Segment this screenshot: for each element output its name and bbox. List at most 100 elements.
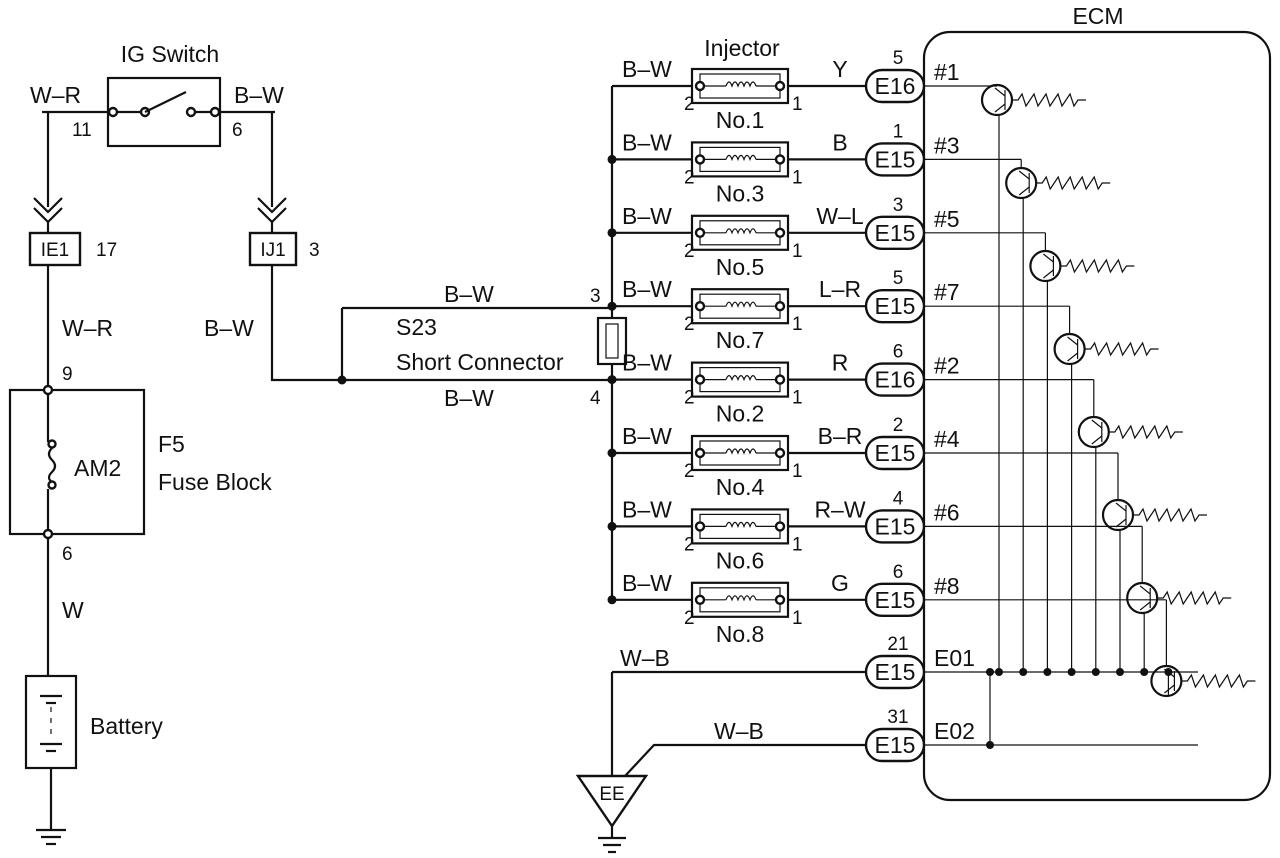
battery-icon	[40, 694, 62, 753]
ij1-arrow-icon	[257, 197, 287, 214]
ig-pin-left: 11	[72, 120, 92, 141]
connector-code: E15	[875, 146, 916, 172]
ie1-arrow-icon	[33, 197, 63, 214]
ecm-terminal-label: #4	[934, 426, 960, 452]
ecm-pin-number: 2	[893, 415, 904, 436]
injector-out-wire: B	[832, 129, 847, 155]
injector-pin-in: 2	[684, 388, 695, 409]
injector-out-wire: G	[831, 570, 849, 596]
connector-code: E16	[875, 367, 916, 393]
ecm-box	[922, 30, 1272, 802]
resistor-icon	[1084, 341, 1159, 357]
ig-wire-right: B–W	[234, 82, 284, 108]
resistor-icon	[1036, 175, 1111, 191]
fuse-name: AM2	[74, 455, 121, 481]
splice-dot	[607, 375, 617, 385]
injector-out-wire: L–R	[819, 276, 861, 302]
injector-pin-out: 1	[792, 314, 803, 335]
injector-pin-out: 1	[792, 461, 803, 482]
short-wire-lower: B–W	[444, 385, 494, 411]
ecm-terminal-label: #8	[934, 573, 960, 599]
injector-in-wire: B–W	[622, 496, 672, 522]
ecm-terminal-label: E02	[934, 718, 975, 744]
injector-out-wire: Y	[832, 56, 847, 82]
coil-icon	[725, 448, 757, 455]
fuse-pin-bottom: 6	[62, 544, 73, 565]
injector-header: Injector	[704, 35, 780, 61]
ig-wire-left: W–R	[30, 82, 81, 108]
ecm-title: ECM	[1072, 3, 1123, 29]
resistor-icon	[1181, 673, 1256, 689]
coil-icon	[725, 154, 757, 162]
resistor-icon	[1012, 92, 1086, 108]
injector-in-wire: B–W	[622, 56, 672, 82]
injector-pin-in: 2	[684, 534, 695, 555]
connector-code: E15	[875, 659, 916, 685]
connector-code: E15	[875, 732, 916, 758]
connector-code: E15	[875, 220, 916, 246]
short-connector-label: Short Connector	[396, 349, 564, 375]
ecm-pin-number: 31	[887, 707, 908, 728]
resistor-icon	[1157, 590, 1232, 606]
ground-point-label: EE	[599, 784, 624, 805]
splice-dot	[607, 228, 617, 238]
ecm-pin-number: 4	[893, 488, 904, 509]
splice-dot	[607, 595, 617, 605]
injector-name: No.7	[716, 327, 765, 353]
connector-code: E15	[875, 293, 916, 319]
injector-in-wire: B–W	[622, 350, 672, 376]
ecm-terminal-label: #1	[934, 59, 960, 85]
ground-icon	[598, 836, 626, 854]
injector-in-wire: B–W	[622, 276, 672, 302]
injector-name: No.5	[716, 254, 765, 280]
short-pin-lower: 4	[590, 388, 601, 409]
injector-pin-in: 2	[684, 314, 695, 335]
ecm-pin-number: 6	[893, 562, 904, 583]
ij1-connector	[248, 231, 298, 267]
ecm-pin-number: 5	[893, 268, 904, 289]
ig-switch-label: IG Switch	[121, 41, 219, 67]
fuse-pin-top: 9	[62, 364, 73, 385]
resistor-icon	[1060, 258, 1135, 274]
splice-dot	[607, 154, 617, 164]
ij1-code: IJ1	[260, 240, 285, 261]
splice-dot	[607, 448, 617, 458]
injector-out-wire: R	[832, 350, 849, 376]
short-pin-upper: 3	[590, 286, 601, 307]
injector-out-wire: W–L	[816, 203, 864, 229]
splice-dot	[607, 521, 617, 531]
injector-in-wire: B–W	[622, 423, 672, 449]
ig-pin-right: 6	[232, 120, 243, 141]
battery-wire: W	[62, 597, 84, 623]
ground-wire-1: W–B	[620, 645, 670, 671]
injector-pin-in: 2	[684, 94, 695, 115]
injector-pin-in: 2	[684, 608, 695, 629]
ecm-pin-number: 21	[887, 634, 908, 655]
coil-icon	[725, 301, 757, 308]
ecm-terminal-label: #5	[934, 206, 960, 232]
injector-pin-out: 1	[792, 388, 803, 409]
coil-icon	[725, 375, 757, 382]
injector-pin-in: 2	[684, 167, 695, 188]
ground-point-ee	[575, 774, 649, 829]
battery-label: Battery	[90, 713, 163, 739]
injector-pin-in: 2	[684, 241, 695, 262]
fuse-block-code: F5	[158, 431, 185, 457]
injector-out-wire: B–R	[818, 423, 863, 449]
ecm-terminal-label: E01	[934, 645, 975, 671]
injector-name: No.8	[716, 621, 765, 647]
injector-name: No.1	[716, 107, 765, 133]
splice-dot	[337, 375, 347, 385]
ij1-wire: B–W	[204, 315, 254, 341]
coil-icon	[725, 595, 757, 602]
ij1-pin: 3	[309, 240, 320, 261]
ground-wire-2: W–B	[714, 718, 764, 744]
ecm-terminal-label: #3	[934, 132, 960, 158]
injector-pin-in: 2	[684, 461, 695, 482]
injector-name: No.2	[716, 401, 765, 427]
splice-dot	[607, 301, 617, 311]
ecm-pin-number: 1	[893, 121, 904, 142]
connector-code: E15	[875, 513, 916, 539]
battery-ground-icon	[36, 828, 66, 846]
